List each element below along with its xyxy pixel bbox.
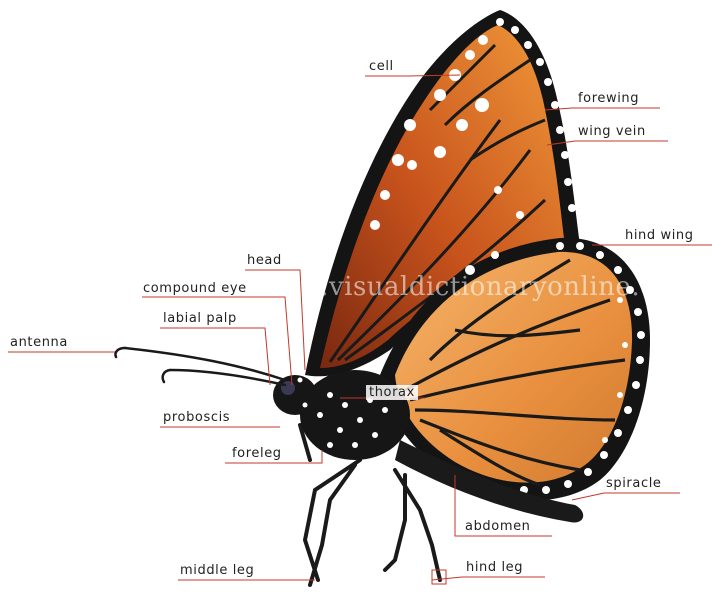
label-hind-wing: hind wing [625, 228, 694, 243]
label-wing-vein: wing vein [578, 124, 646, 139]
label-forewing: forewing [578, 91, 639, 106]
label-cell: cell [369, 59, 394, 74]
label-compound-eye: compound eye [143, 281, 247, 296]
label-head: head [247, 253, 282, 268]
label-abdomen: abdomen [465, 519, 531, 534]
antennae [115, 348, 285, 385]
label-middle-leg: middle leg [180, 563, 254, 578]
label-labial-palp: labial palp [163, 311, 237, 326]
label-thorax: thorax [366, 385, 418, 400]
label-hind-leg: hind leg [466, 560, 523, 575]
label-antenna: antenna [10, 335, 68, 350]
label-spiracle: spiracle [606, 476, 662, 491]
label-proboscis: proboscis [163, 410, 230, 425]
watermark: www.visualdictionaryonline.com [255, 272, 696, 302]
label-foreleg: foreleg [232, 446, 282, 461]
thorax-head-shape [273, 370, 410, 460]
